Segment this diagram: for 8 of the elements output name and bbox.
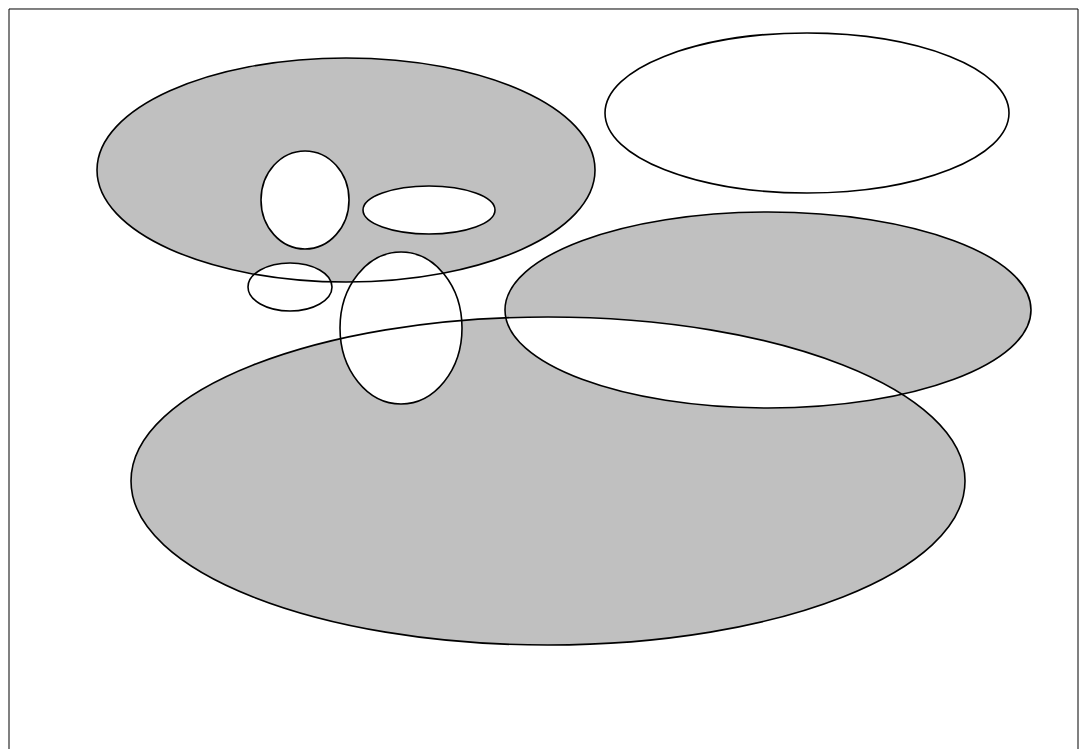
ellipse [96, 57, 596, 283]
ellipse [260, 150, 350, 250]
ellipse [247, 262, 333, 312]
ellipse [604, 32, 1010, 194]
ellipse [339, 251, 463, 405]
ellipse [362, 185, 496, 235]
ellipse [504, 211, 1032, 409]
ellipse [130, 316, 966, 646]
